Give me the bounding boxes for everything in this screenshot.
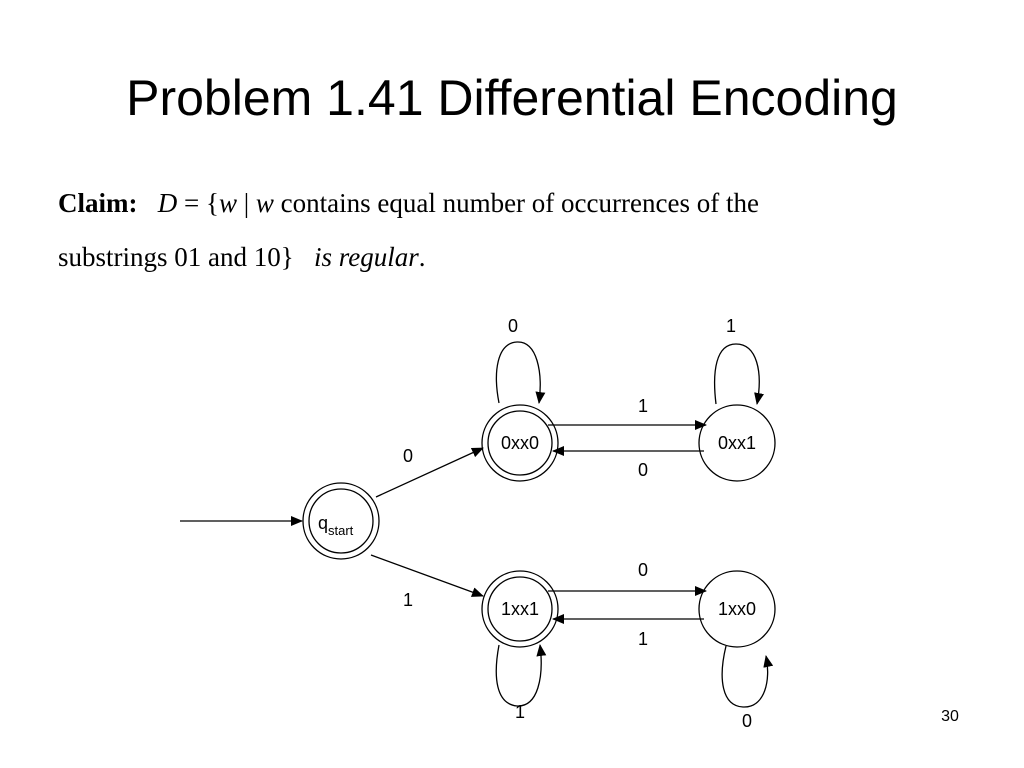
edge-label-0xx1-to-0xx0: 0 xyxy=(638,460,648,480)
set-name: D xyxy=(157,188,178,218)
equals-sign: = xyxy=(183,188,200,218)
loop-label-0xx1: 1 xyxy=(726,316,736,336)
state-1xx1-label: 1xx1 xyxy=(501,599,539,619)
state-start-label: qstart xyxy=(318,513,354,538)
edge-start-to-0xx0 xyxy=(375,447,484,498)
loop-1xx0 xyxy=(721,645,774,708)
loop-0xx1 xyxy=(713,343,764,405)
loop-1xx1 xyxy=(495,644,547,707)
loop-label-1xx0: 0 xyxy=(742,711,752,731)
set-bar: | xyxy=(243,188,250,218)
slide-title: Problem 1.41 Differential Encoding xyxy=(126,70,898,126)
state-0xx0-label: 0xx0 xyxy=(501,433,539,453)
claim-text-1: contains equal number of occurrences of … xyxy=(280,188,759,218)
claim-text-3: is regular xyxy=(313,242,419,272)
claim-label: Claim: xyxy=(58,188,138,218)
state-start-sub: start xyxy=(328,523,354,538)
state-start-main: q xyxy=(318,513,328,533)
state-1xx1: 1xx1 xyxy=(481,570,559,648)
claim-period: . xyxy=(418,242,426,272)
edge-label-1xx0-to-1xx1: 1 xyxy=(638,629,648,649)
set-variable-2: w xyxy=(255,188,274,218)
loop-label-1xx1: 1 xyxy=(515,702,525,722)
claim-text-2: substrings 01 and 10} xyxy=(58,242,294,272)
claim-line-1: Claim: D = {w | w contains equal number … xyxy=(58,186,759,220)
edge-label-0xx0-to-0xx1: 1 xyxy=(638,396,648,416)
state-0xx1: 0xx1 xyxy=(698,404,776,482)
edge-label-1xx1-to-1xx0: 0 xyxy=(638,560,648,580)
set-open-brace: { xyxy=(205,188,219,218)
edge-start-to-1xx1 xyxy=(370,554,484,597)
set-variable: w xyxy=(218,188,237,218)
edge-label-start-to-0xx0: 0 xyxy=(403,446,413,466)
state-0xx0: 0xx0 xyxy=(481,404,559,482)
edge-label-start-to-1xx1: 1 xyxy=(403,590,413,610)
state-1xx0: 1xx0 xyxy=(698,570,776,648)
page-number: 30 xyxy=(941,708,959,725)
state-0xx1-label: 0xx1 xyxy=(718,433,756,453)
state-start: qstart xyxy=(302,482,380,560)
state-1xx0-label: 1xx0 xyxy=(718,599,756,619)
loop-0xx0 xyxy=(495,341,546,404)
loop-label-0xx0: 0 xyxy=(508,316,518,336)
claim-line-2: substrings 01 and 10} is regular. xyxy=(58,240,425,274)
